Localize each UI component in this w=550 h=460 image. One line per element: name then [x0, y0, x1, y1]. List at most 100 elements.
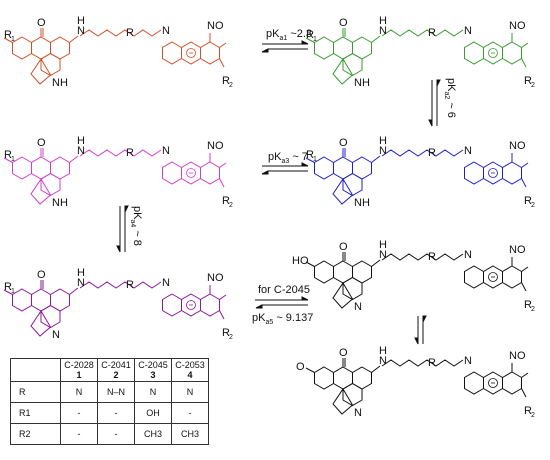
pka5-label: pKa5 ~ 9.137 — [252, 312, 313, 326]
r2-sub: 2 — [531, 82, 535, 89]
imine-n-label: N — [464, 249, 472, 261]
molecule-c2045-anion: O O N H R N NO N R 2 — [296, 345, 535, 419]
equilibrium-arrow-a2 — [428, 79, 441, 127]
amine-n-label: N — [77, 277, 85, 289]
imine-n-label: N — [162, 277, 170, 289]
amine-n-label: N — [77, 145, 85, 157]
table-corner — [10, 358, 61, 382]
amine-h-label: H — [379, 15, 387, 27]
table-cell: - — [171, 402, 209, 424]
compound-index: 3 — [150, 370, 156, 380]
r2-sub: 2 — [229, 334, 233, 341]
r-label: R — [126, 27, 134, 39]
r1-sub: 1 — [11, 36, 15, 43]
compound-index: 2 — [113, 370, 119, 380]
nitro-label: NO — [509, 244, 526, 256]
pka1-label: pKa1 ~2.3 — [266, 28, 312, 42]
r2-sub: 2 — [531, 202, 535, 209]
row-label: R2 — [10, 423, 61, 445]
oxygen-label: O — [339, 347, 348, 359]
amine-h-label: H — [77, 15, 85, 27]
table-cell: N — [134, 381, 172, 403]
table-row: R1 - - OH - — [10, 402, 209, 424]
r1-sub: 1 — [11, 288, 15, 295]
r2-label: R — [524, 405, 532, 417]
table-cell: CH3 — [134, 423, 172, 445]
oxygen-label: O — [339, 241, 348, 253]
nitro-label: NO — [207, 20, 224, 32]
r-label: R — [428, 251, 436, 263]
nitro-label: NO — [509, 350, 526, 362]
n-label: N — [354, 301, 362, 313]
r2-label: R — [222, 327, 230, 339]
r1-label: R — [4, 281, 12, 293]
imine-n-label: N — [162, 145, 170, 157]
oxygen-label: O — [339, 137, 348, 149]
nh-label: NH — [354, 197, 370, 209]
r-label: R — [428, 147, 436, 159]
amine-n-label: N — [379, 25, 387, 37]
molecule-species-blue: R 1 O N H R N NO NH R 2 — [306, 135, 535, 209]
phenolate-o-label: O — [296, 361, 305, 373]
r2-label: R — [524, 75, 532, 87]
nitro-label: NO — [207, 272, 224, 284]
compound-name: C-2045 — [138, 360, 168, 370]
table-cell: - — [97, 402, 135, 424]
table-cell: - — [60, 423, 98, 445]
r2-sub: 2 — [531, 412, 535, 419]
equilibrium-arrow-a1 — [261, 40, 309, 53]
row-label: R1 — [10, 402, 61, 424]
r1-sub: 1 — [313, 156, 317, 163]
molecule-dication-orange: R 1 O N H R N NO NH R 2 — [4, 15, 233, 89]
n-label: N — [354, 407, 362, 419]
oxygen-label: O — [37, 269, 46, 281]
table-cell: N — [60, 381, 98, 403]
r2-label: R — [524, 299, 532, 311]
amine-n-label: N — [379, 355, 387, 367]
table-cell: - — [60, 402, 98, 424]
table-cell: N–N — [97, 381, 135, 403]
table-cell: - — [97, 423, 135, 445]
compound-name: C-2041 — [101, 360, 131, 370]
molecule-species-magenta: R 1 O N H R N NO NH R 2 — [4, 135, 233, 209]
r1-label: R — [4, 149, 12, 161]
amine-n-label: N — [77, 25, 85, 37]
r2-sub: 2 — [229, 202, 233, 209]
oxygen-label: O — [37, 137, 46, 149]
amine-h-label: H — [379, 345, 387, 357]
nitro-label: NO — [509, 140, 526, 152]
oxygen-label: O — [37, 17, 46, 29]
compound-name: C-2028 — [64, 360, 94, 370]
imine-n-label: N — [464, 145, 472, 157]
compound-index: 4 — [187, 370, 193, 380]
hydroxyl-label: HO — [292, 255, 309, 267]
r1-label: R — [4, 29, 12, 41]
r1-label: R — [306, 149, 314, 161]
nh-label: NH — [52, 197, 68, 209]
amine-h-label: H — [77, 267, 85, 279]
imine-n-label: N — [464, 25, 472, 37]
r2-label: R — [222, 195, 230, 207]
n-label: N — [52, 329, 60, 341]
nitro-label: NO — [207, 140, 224, 152]
molecule-neutral-purple: R 1 O N H R N NO N R 2 — [4, 267, 233, 341]
nh-label: NH — [52, 77, 68, 89]
r1-sub: 1 — [313, 36, 317, 43]
table-row: R2 - - CH3 CH3 — [10, 423, 209, 445]
r2-sub: 2 — [531, 306, 535, 313]
for-c2045-label: for C-2045 — [258, 284, 310, 296]
amine-h-label: H — [77, 135, 85, 147]
table-cell: CH3 — [171, 423, 209, 445]
r2-label: R — [524, 195, 532, 207]
nh-label: NH — [354, 77, 370, 89]
table-row: R N N–N N N — [10, 381, 209, 403]
r-label: R — [428, 357, 436, 369]
pka3-label: pKa3 ~ 7 — [268, 151, 308, 165]
r-label: R — [126, 279, 134, 291]
